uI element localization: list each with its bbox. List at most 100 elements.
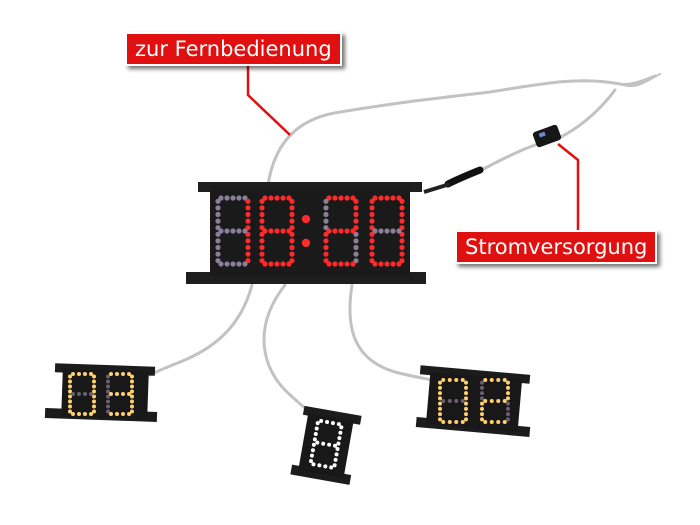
led-dot <box>344 195 350 201</box>
led-dot <box>92 374 96 379</box>
led-dot <box>130 374 134 379</box>
led-dot <box>218 261 224 267</box>
led-dot <box>390 228 396 234</box>
led-dot <box>245 211 251 218</box>
led-dot <box>326 261 332 267</box>
led-dot <box>312 437 317 442</box>
led-dot <box>83 412 87 416</box>
led-dot <box>353 218 359 224</box>
right-score-digits <box>438 378 510 424</box>
led-dot <box>315 440 320 445</box>
center-display-cable <box>262 283 320 420</box>
main-digit <box>323 195 359 267</box>
led-dot <box>289 205 295 211</box>
led-dot <box>89 392 93 396</box>
led-dot <box>259 258 265 264</box>
led-dot <box>369 225 375 231</box>
led-dot <box>245 244 251 251</box>
led-dot <box>268 195 274 201</box>
led-dot <box>323 205 329 211</box>
led-dot <box>289 211 295 218</box>
led-dot <box>464 401 468 406</box>
led-dot <box>323 198 329 204</box>
main-digit <box>215 195 251 267</box>
led-dot <box>92 404 96 409</box>
led-dot <box>68 389 72 394</box>
led-dot <box>92 389 96 394</box>
led-dot <box>245 198 251 204</box>
led-dot <box>441 399 446 403</box>
led-dot <box>92 379 96 384</box>
led-dot <box>399 218 405 224</box>
led-dot <box>245 251 251 257</box>
led-dot <box>372 261 378 267</box>
led-dot <box>71 372 75 376</box>
led-dot <box>338 261 344 267</box>
led-dot <box>330 421 335 426</box>
led-dot <box>447 420 452 424</box>
led-dot <box>399 238 405 244</box>
led-dot <box>399 225 405 231</box>
led-dot <box>399 205 405 211</box>
led-dot <box>259 244 265 251</box>
led-dot <box>89 412 93 416</box>
colon-dot <box>301 238 311 248</box>
led-dot <box>480 396 484 401</box>
led-dot <box>68 374 72 379</box>
led-dot <box>334 452 339 457</box>
led-dot <box>384 261 390 267</box>
led-dot <box>332 195 338 201</box>
led-dot <box>464 391 468 396</box>
led-dot <box>396 228 402 234</box>
led-dot <box>353 238 359 244</box>
right-display-cable <box>348 283 434 382</box>
led-dot <box>259 211 265 218</box>
led-dot <box>399 258 405 264</box>
led-dot <box>289 218 295 224</box>
main-time-digits <box>215 195 405 267</box>
led-dot <box>438 412 442 417</box>
led-dot <box>224 261 230 267</box>
led-dot <box>323 238 329 244</box>
led-dot <box>480 406 484 411</box>
led-dot <box>353 251 359 257</box>
led-dot <box>369 258 375 264</box>
led-dot <box>311 462 316 467</box>
remote-leader-line <box>246 64 291 136</box>
led-dot <box>338 195 344 201</box>
led-dot <box>215 205 221 211</box>
led-dot <box>106 399 110 404</box>
led-dot <box>286 195 292 201</box>
power-callout-label: Stromversorgung <box>455 230 658 264</box>
led-dot <box>336 441 341 446</box>
led-dot <box>326 228 332 234</box>
led-dot <box>372 228 378 234</box>
led-dot <box>245 258 251 264</box>
led-dot <box>344 228 350 234</box>
led-dot <box>447 399 452 403</box>
led-dot <box>339 425 344 430</box>
led-dot <box>106 384 110 389</box>
led-dot <box>215 258 221 264</box>
led-dot <box>338 430 343 435</box>
led-dot <box>106 374 110 379</box>
led-dot <box>71 392 75 396</box>
led-dot <box>121 412 125 416</box>
led-dot <box>480 391 484 396</box>
led-dot <box>215 218 221 224</box>
led-dot <box>289 238 295 244</box>
led-dot <box>454 420 459 424</box>
led-dot <box>68 409 72 414</box>
led-dot <box>327 442 332 447</box>
led-dot <box>323 231 329 237</box>
led-dot <box>369 198 375 204</box>
led-dot <box>109 412 113 416</box>
led-dot <box>259 231 265 237</box>
led-dot <box>502 378 507 382</box>
led-dot <box>319 418 324 423</box>
led-dot <box>286 228 292 234</box>
led-dot <box>317 463 322 468</box>
led-dot <box>262 228 268 234</box>
led-dot <box>325 420 330 425</box>
